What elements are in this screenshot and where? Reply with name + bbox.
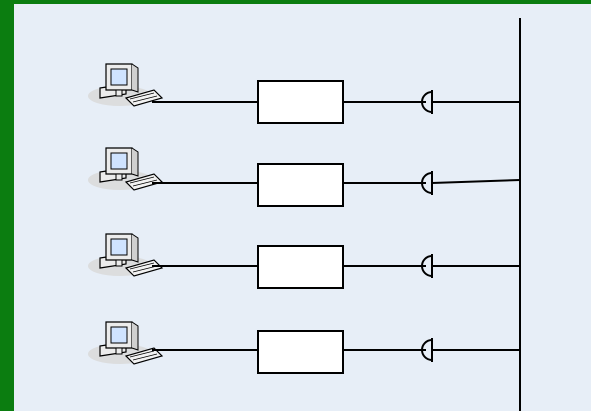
station-4 <box>87 321 520 374</box>
computer-icon <box>87 321 163 365</box>
computer-icon <box>87 63 163 107</box>
transceiver-box <box>257 163 344 207</box>
transceiver-box <box>257 330 344 374</box>
computer-icon <box>87 147 163 191</box>
tap-to-bus-line <box>431 179 521 184</box>
transceiver-box <box>257 80 344 124</box>
station-1 <box>87 63 520 124</box>
transceiver-box <box>257 245 344 289</box>
station-2 <box>87 147 521 207</box>
station-3 <box>87 233 520 289</box>
computer-icon <box>87 233 163 277</box>
